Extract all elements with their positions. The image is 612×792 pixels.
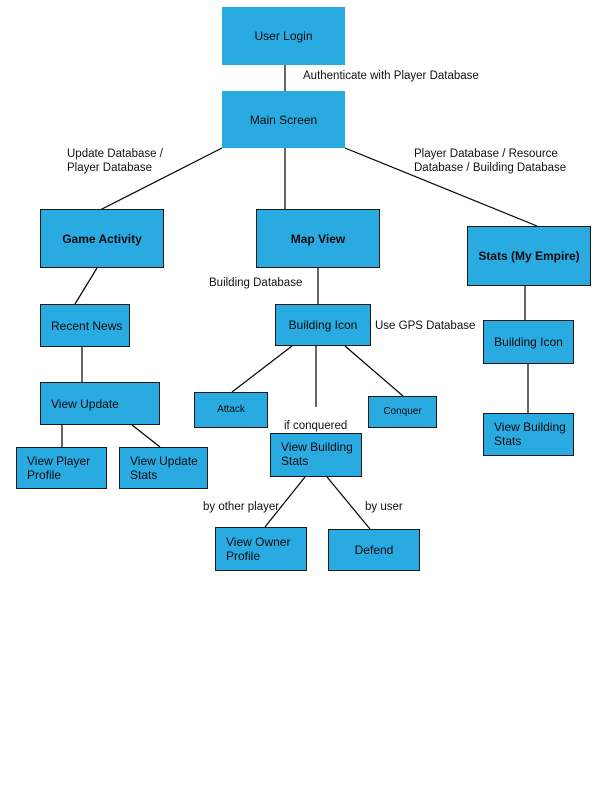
- edge-main-stats: [344, 147, 538, 227]
- node-view-update-stats: View Update Stats: [119, 447, 208, 489]
- node-user-login: User Login: [222, 7, 345, 65]
- node-building-icon-map: Building Icon: [275, 304, 371, 346]
- node-stats-my-empire: Stats (My Empire): [467, 226, 591, 286]
- edge-viewupdate-stats: [131, 424, 161, 448]
- label-by-user: by user: [365, 501, 403, 513]
- node-attack: Attack: [194, 392, 268, 428]
- node-recent-news: Recent News: [40, 304, 130, 347]
- node-game-activity: Game Activity: [40, 209, 164, 268]
- label-building-database: Building Database: [209, 277, 303, 289]
- node-conquer: Conquer: [368, 396, 437, 428]
- node-building-icon-stats: Building Icon: [483, 320, 574, 364]
- edge-viewstats-owner: [264, 476, 306, 528]
- node-view-update: View Update: [40, 382, 160, 425]
- edge-game-news: [74, 267, 98, 305]
- label-authenticate: Authenticate with Player Database: [303, 70, 479, 82]
- node-main-screen: Main Screen: [222, 91, 345, 148]
- edge-buildingicon-conquer: [344, 345, 404, 397]
- node-view-player-profile: View Player Profile: [16, 447, 107, 489]
- node-view-building-stats-map: View Building Stats: [270, 433, 362, 477]
- label-if-conquered: if conquered: [284, 420, 348, 432]
- edge-buildingicon-attack: [231, 345, 293, 393]
- node-defend: Defend: [328, 529, 420, 571]
- edge-main-game: [99, 147, 223, 211]
- edge-viewstats-defend: [326, 476, 371, 530]
- label-by-other-player: by other player: [203, 501, 280, 513]
- label-use-gps: Use GPS Database: [375, 320, 476, 332]
- label-update-database: Update Database / Player Database: [67, 148, 163, 174]
- node-view-owner-profile: View Owner Profile: [215, 527, 307, 571]
- node-map-view: Map View: [256, 209, 380, 268]
- node-view-building-stats-stats: View Building Stats: [483, 413, 574, 456]
- label-player-resource-building: Player Database / Resource Database / Bu…: [414, 148, 567, 174]
